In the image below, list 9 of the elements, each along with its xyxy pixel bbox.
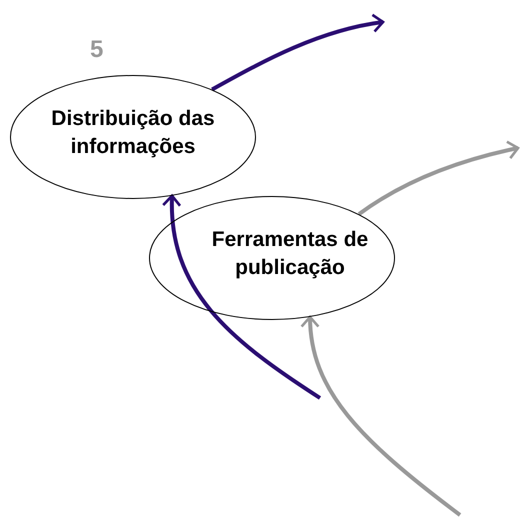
node-label: Distribuição das informações bbox=[50, 106, 216, 160]
arrow bbox=[300, 316, 462, 517]
arrow bbox=[162, 194, 322, 400]
arrow bbox=[358, 140, 520, 216]
ellipse-node bbox=[149, 196, 395, 320]
node-label: Ferramentas de publicação bbox=[210, 227, 370, 281]
step-number: 5 bbox=[90, 38, 104, 62]
ellipse-node bbox=[10, 75, 256, 199]
arrow bbox=[211, 14, 384, 92]
